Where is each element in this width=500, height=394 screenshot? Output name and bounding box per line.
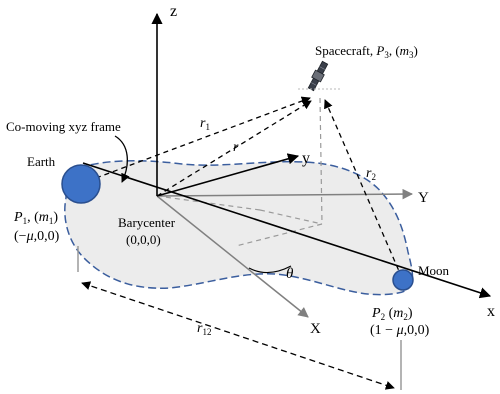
spacecraft-vertical-drop [319, 97, 323, 225]
x-axis-label: x [487, 303, 495, 320]
theta-arc [248, 265, 292, 274]
r-label: r [233, 140, 239, 155]
vector-r1 [95, 96, 311, 179]
inertial-x-label: X [310, 321, 321, 337]
r12-label: r12 [197, 321, 211, 337]
earth-p1-label: P1, (m1) [13, 210, 58, 226]
r12-distance-line [81, 281, 395, 390]
earth-label: Earth [27, 154, 56, 169]
earth-coords-label: (−μ,0,0) [14, 229, 60, 244]
frame-label: Co-moving xyz frame [6, 119, 121, 134]
projection-line-b [235, 223, 323, 247]
projection-line-a [259, 209, 323, 225]
spacecraft-label: Spacecraft, P3, (m3) [315, 43, 418, 60]
vector-r [156, 100, 312, 197]
earth-body [61, 164, 101, 204]
theta-label: θ [286, 266, 294, 282]
inertial-y-label: Y [418, 190, 429, 206]
frame-pointer-arrow [114, 135, 130, 183]
moon-p2-label: P2 (m2) [371, 306, 413, 322]
spacecraft-icon [307, 60, 329, 92]
y-axis-label: y [302, 150, 310, 167]
moon-coords-label: (1 − μ,0,0) [370, 323, 430, 338]
barycenter-coords-label: (0,0,0) [126, 232, 161, 247]
orbital-plane [64, 159, 414, 296]
rotating-y-axis [156, 153, 300, 197]
moon-label: Moon [418, 263, 450, 278]
z-axis-label: z [170, 3, 177, 20]
rotating-x-axis [82, 162, 492, 299]
r1-label: r1 [200, 116, 210, 132]
r2-label: r2 [366, 166, 376, 182]
moon-body [392, 269, 414, 291]
barycenter-label: Barycenter [118, 215, 176, 230]
inertial-y-axis [156, 188, 414, 200]
